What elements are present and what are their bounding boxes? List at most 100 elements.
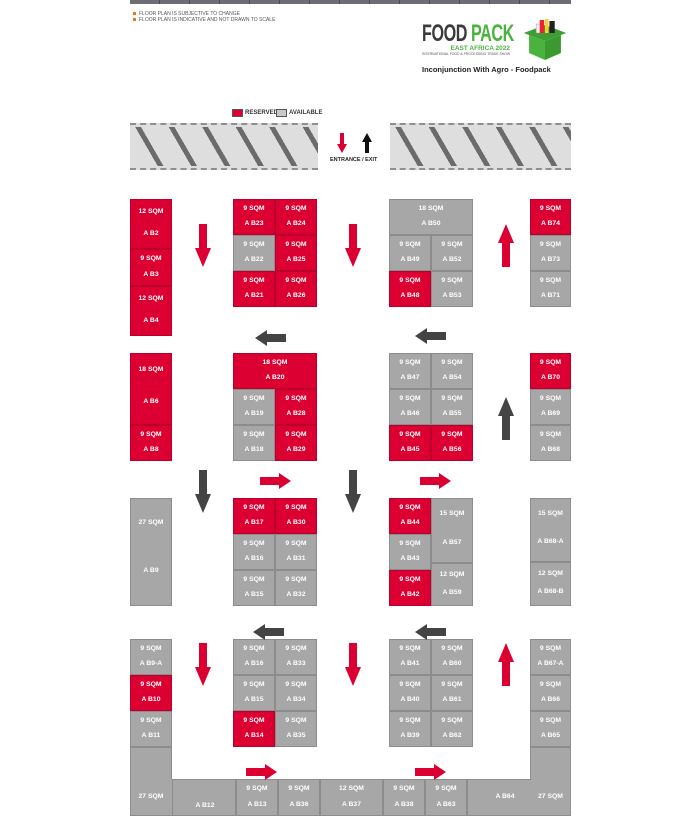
- booth-number: A B38: [394, 800, 414, 808]
- booth-number: A B68: [540, 446, 560, 454]
- booth-size: 9 SQM: [399, 504, 421, 512]
- booth-number: A B54: [442, 374, 462, 382]
- booth-size: 9 SQM: [285, 576, 307, 584]
- arrow-up-icon: [498, 397, 514, 445]
- booth-number: A B28: [286, 410, 306, 418]
- booth-number: A B55: [442, 410, 462, 418]
- booth-number: A B70: [540, 374, 560, 382]
- booth-size: 9 SQM: [399, 431, 421, 439]
- booth-number: A B44: [400, 519, 420, 527]
- booth-number: A B62: [442, 732, 462, 740]
- booth-number: A B25: [286, 256, 306, 264]
- booth-number: A B64: [495, 793, 515, 800]
- booth-size: 9 SQM: [399, 681, 421, 689]
- booth-number: A B15: [244, 696, 264, 704]
- booth-number: A B33: [286, 660, 306, 668]
- booth-size: 9 SQM: [243, 205, 265, 213]
- booth-number: A B41: [400, 660, 420, 668]
- booth-size: 9 SQM: [441, 645, 463, 653]
- booth-size: 9 SQM: [243, 241, 265, 249]
- booth-seam: [131, 779, 172, 815]
- booth-number: A B2: [143, 229, 159, 237]
- booth-number: A B47: [400, 374, 420, 382]
- booth-size: 9 SQM: [399, 395, 421, 403]
- arrow-up-icon: [498, 224, 514, 272]
- booth-number: A B29: [286, 446, 306, 454]
- booth-number: A B66: [540, 696, 560, 704]
- booth-size: 15 SQM: [439, 510, 465, 517]
- arrow-right-icon: [259, 473, 291, 494]
- booth-size: 12 SQM: [439, 570, 465, 578]
- booth-area: [467, 779, 530, 816]
- booth-number: A B32: [286, 591, 306, 599]
- booth-number: A B69: [540, 410, 560, 418]
- booth-size: 15 SQM: [538, 509, 563, 517]
- arrow-up-icon: [498, 643, 514, 691]
- note-subject-to-change: FLOOR PLAN IS SUBJECTIVE TO CHANGE: [133, 11, 240, 17]
- booth-number: A B50: [421, 220, 441, 228]
- booth-size: 9 SQM: [399, 359, 421, 367]
- booth-size: 9 SQM: [285, 540, 307, 548]
- entrance-exit-label: ENTRANCE / EXIT: [330, 157, 378, 163]
- booth-size: 9 SQM: [285, 277, 307, 285]
- booth-size: 9 SQM: [441, 359, 463, 367]
- booth-number: A B48: [400, 292, 420, 300]
- booth-size: 9 SQM: [285, 504, 307, 512]
- booth-number: A B60: [442, 660, 462, 668]
- booth-size: 9 SQM: [539, 205, 562, 213]
- booth-number: A B14: [244, 732, 264, 740]
- booth-number: A B45: [400, 446, 420, 454]
- arrow-right-icon: [414, 764, 446, 785]
- booth-size: 27 SQM: [138, 793, 164, 800]
- booth-size: 12 SQM: [339, 785, 364, 793]
- booth-size: 12 SQM: [538, 569, 563, 577]
- booth-number: A B68-B: [537, 588, 564, 596]
- booth-number: A B31: [286, 555, 306, 563]
- booth-size: 9 SQM: [399, 576, 421, 584]
- booth-size: 9 SQM: [140, 255, 162, 263]
- booth-number: A B3: [143, 270, 159, 278]
- legend-available: AVAILABLE: [276, 109, 322, 117]
- booth-number: A B65: [540, 732, 560, 740]
- booth-size: 9 SQM: [399, 645, 421, 653]
- booth-number: A B10: [141, 696, 161, 704]
- booth-size: 12 SQM: [138, 208, 164, 215]
- booth-number: A B74: [540, 220, 560, 228]
- top-wall: [130, 0, 571, 4]
- booth-size: 9 SQM: [441, 395, 463, 403]
- booth-size: 9 SQM: [140, 645, 162, 653]
- arrow-right-icon: [419, 473, 451, 494]
- booth-size: 18 SQM: [262, 359, 288, 367]
- arrow-down-icon: [195, 224, 211, 272]
- booth-size: 9 SQM: [285, 681, 307, 689]
- booth-number: A B8: [143, 446, 159, 454]
- arrow-down-icon: [195, 470, 211, 518]
- booth-number: A B59: [442, 588, 462, 596]
- booth-size: 9 SQM: [399, 241, 421, 249]
- logo-edition: EAST AFRICA 2022: [450, 45, 510, 52]
- booth-size: 9 SQM: [539, 431, 562, 439]
- booth-size: 9 SQM: [285, 205, 307, 213]
- booth-number: A B39: [400, 732, 420, 740]
- booth-size: 9 SQM: [441, 241, 463, 249]
- booth-number: A B19: [244, 410, 264, 418]
- booth-number: A B42: [400, 591, 420, 599]
- booth-number: A B6: [143, 398, 159, 406]
- booth-number: A B67-A: [537, 660, 564, 668]
- booth-size: 9 SQM: [539, 681, 562, 689]
- logo-tagline: INTERNATIONAL FOOD & PROCESSING TRADE SH…: [422, 52, 511, 56]
- booth-number: A B20: [265, 374, 285, 382]
- booth-number: A B13: [247, 800, 267, 808]
- note-not-to-scale: FLOOR PLAN IS INDICATIVE AND NOT DRAWN T…: [133, 17, 275, 23]
- reserved-swatch: [232, 109, 243, 117]
- booth-number: A B49: [400, 256, 420, 264]
- booth-number: A B12: [195, 802, 215, 809]
- booth-size: 18 SQM: [138, 366, 164, 374]
- booth-size: 9 SQM: [285, 431, 307, 439]
- booth-number: A B57: [442, 538, 462, 546]
- booth-size: 9 SQM: [140, 717, 162, 725]
- booth-size: 9 SQM: [243, 504, 265, 512]
- booth-size: 9 SQM: [539, 241, 562, 249]
- booth-size: 9 SQM: [285, 241, 307, 249]
- booth-size: 9 SQM: [441, 681, 463, 689]
